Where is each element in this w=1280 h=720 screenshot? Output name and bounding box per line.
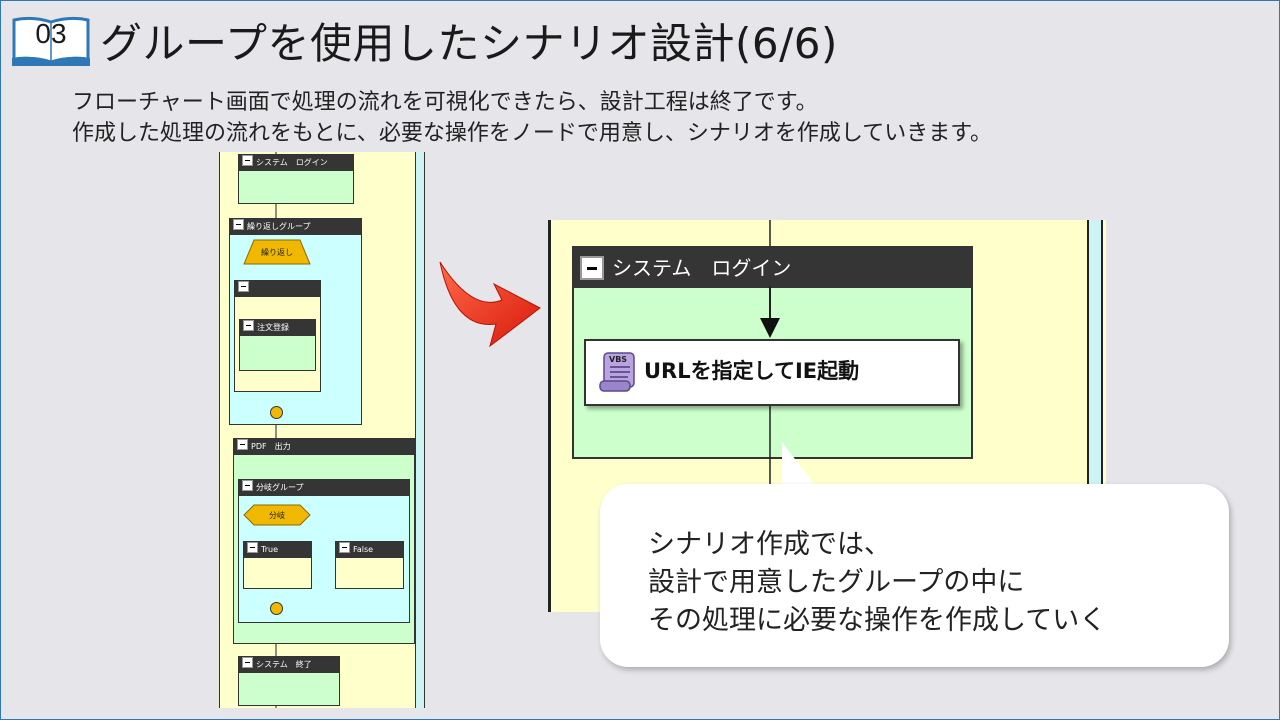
collapse-icon[interactable]	[247, 542, 258, 553]
vbs-icon-text: VBS	[609, 355, 627, 364]
branch-node[interactable]	[242, 503, 312, 527]
intro-line-1: フローチャート画面で処理の流れを可視化できたら、設計工程は終了です。	[72, 90, 818, 115]
group-false[interactable]: False	[335, 541, 404, 589]
group-title: 分岐グループ	[256, 483, 304, 492]
group-title: PDF 出力	[251, 442, 291, 451]
group-title: True	[261, 545, 278, 554]
group-title: システム 終了	[256, 660, 312, 669]
group-true[interactable]: True	[243, 541, 312, 589]
collapse-icon[interactable]	[242, 155, 253, 166]
group-title: システム ログイン	[256, 158, 328, 167]
repeat-node[interactable]	[242, 238, 312, 266]
callout-line-2: 設計で用意したグループの中に	[648, 567, 1025, 598]
collapse-icon[interactable]	[339, 542, 350, 553]
collapse-icon[interactable]	[233, 219, 244, 230]
group-title: False	[353, 545, 374, 554]
collapse-icon[interactable]	[238, 281, 249, 292]
zoom-arrow-icon	[439, 261, 541, 348]
group-title: 注文登録	[257, 323, 289, 332]
callout-line-3: その処理に必要な操作を作成していく	[648, 605, 1107, 636]
repeat-node-label: 繰り返し	[261, 247, 293, 257]
node-label: URLを指定してIE起動	[644, 359, 860, 383]
node-open-ie-url[interactable]: VBS URLを指定してIE起動	[584, 339, 960, 406]
section-number-badge: 03	[12, 14, 90, 66]
collapse-icon[interactable]	[243, 320, 254, 331]
section-number: 03	[35, 18, 67, 49]
collapse-icon[interactable]	[242, 657, 253, 668]
group-system-end[interactable]: システム 終了	[238, 656, 340, 706]
group-system-login[interactable]: システム ログイン	[238, 154, 354, 204]
collapse-icon[interactable]	[237, 439, 248, 450]
slide-title: グループを使用したシナリオ設計(6/6)	[100, 19, 838, 68]
loop-end-node[interactable]	[269, 405, 284, 420]
branch-end-node[interactable]	[269, 601, 284, 616]
lane-edge	[415, 152, 425, 708]
collapse-icon[interactable]	[242, 480, 253, 491]
intro-line-2: 作成した処理の流れをもとに、必要な操作をノードで用意し、シナリオを作成していきま…	[72, 121, 993, 146]
callout-line-1: シナリオ作成では、	[648, 529, 891, 560]
collapse-icon[interactable]	[580, 256, 604, 280]
group-order-entry[interactable]: 注文登録	[239, 319, 316, 371]
zoom-group-title: システム ログイン	[612, 256, 792, 280]
branch-node-label: 分岐	[269, 510, 285, 520]
group-title: 繰り返しグループ	[247, 222, 311, 231]
book-icon	[12, 16, 90, 66]
vbs-script-icon: VBS	[599, 352, 635, 392]
callout-pointer	[782, 442, 820, 492]
explanation-callout: シナリオ作成では、 設計で用意したグループの中に その処理に必要な操作を作成して…	[600, 484, 1229, 667]
